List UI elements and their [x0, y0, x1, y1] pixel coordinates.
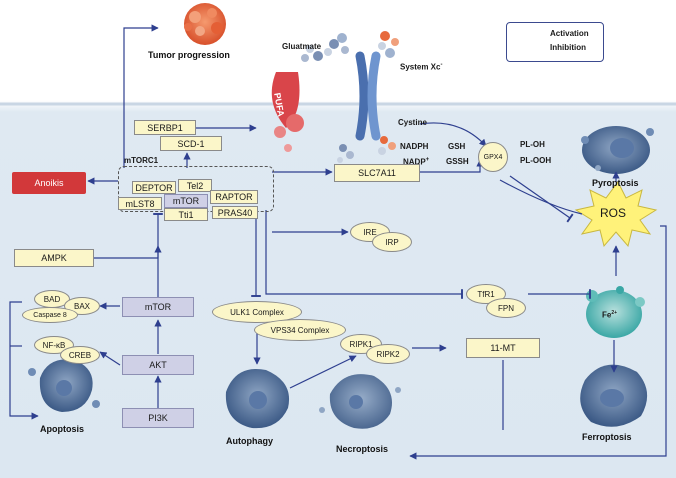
legend-box: [506, 22, 604, 62]
apoptosis-label: Apoptosis: [40, 424, 84, 434]
system-xc-label: System Xc-: [400, 62, 443, 72]
glutamate-molecules: [301, 31, 399, 62]
necroptosis-label: Necroptosis: [336, 444, 389, 454]
gsh-label: GSH: [448, 142, 466, 151]
iron-cell-illustration: [586, 286, 645, 338]
anoikis-box: Anoikis: [12, 172, 86, 194]
pl-oh-label: PL-OH: [520, 140, 545, 149]
11mt-box: 11-MT: [466, 338, 540, 358]
mtor-core-box: mTOR: [164, 194, 208, 208]
akt-box: AKT: [122, 355, 194, 375]
legend-inhibition-label: Inhibition: [550, 43, 586, 52]
mtorc1-title: mTORC1: [124, 156, 159, 165]
raptor-box: RAPTOR: [210, 190, 258, 204]
autophagy-label: Autophagy: [226, 436, 273, 446]
nadph-label: NADPH: [400, 142, 429, 151]
pyroptosis-cell-illustration: [581, 126, 654, 174]
pi3k-box: PI3K: [122, 408, 194, 428]
slc7a11-box: SLC7A11: [334, 164, 420, 182]
irp-oval: IRP: [372, 232, 412, 252]
ripk2-oval: RIPK2: [366, 344, 410, 364]
gssh-label: GSSH: [446, 157, 469, 166]
ros-burst: [574, 181, 658, 248]
tel2-box: Tel2: [178, 179, 212, 192]
mtor-box: mTOR: [122, 297, 194, 317]
fpn-oval: FPN: [486, 298, 526, 318]
ferroptosis-label: Ferroptosis: [582, 432, 632, 442]
vps34-complex-oval: VPS34 Complex: [254, 319, 346, 341]
ros-label: ROS: [600, 206, 627, 220]
pras40-box: PRAS40: [212, 206, 258, 219]
caspase8-oval: Caspase 8: [22, 307, 78, 323]
legend-activation-label: Activation: [550, 29, 589, 38]
glutamate-label: Gluatmate: [282, 42, 322, 51]
gpx4-node: GPX4: [478, 142, 508, 172]
autophagy-cell-illustration: [225, 368, 290, 429]
system-xc-transporter: [355, 51, 381, 141]
nadp-label: NADP+: [403, 157, 430, 167]
apoptosis-cell-illustration: [28, 359, 100, 412]
fe-label: Fe2+: [602, 310, 618, 320]
pyroptosis-label: Pyroptosis: [592, 178, 639, 188]
cystine-molecules: [337, 136, 396, 163]
cystine-label: Cystine: [398, 118, 427, 127]
pufa-droplet: [271, 72, 304, 152]
pl-ooh-label: PL-OOH: [520, 156, 552, 165]
scd1-box: SCD-1: [160, 136, 222, 151]
tti1-box: Tti1: [164, 208, 208, 221]
serbp1-box: SERBP1: [134, 120, 196, 135]
ulk1-complex-oval: ULK1 Complex: [212, 301, 302, 323]
ampk-box: AMPK: [14, 249, 94, 267]
necroptosis-cell-illustration: [319, 374, 401, 429]
deptor-box: DEPTOR: [132, 181, 176, 194]
creb-oval: CREB: [60, 346, 100, 364]
tumor-cell-illustration: [184, 3, 226, 45]
tumor-progression-label: Tumor progression: [148, 50, 230, 60]
ferroptosis-cell-illustration: [580, 364, 648, 427]
mlst8-box: mLST8: [118, 197, 162, 210]
